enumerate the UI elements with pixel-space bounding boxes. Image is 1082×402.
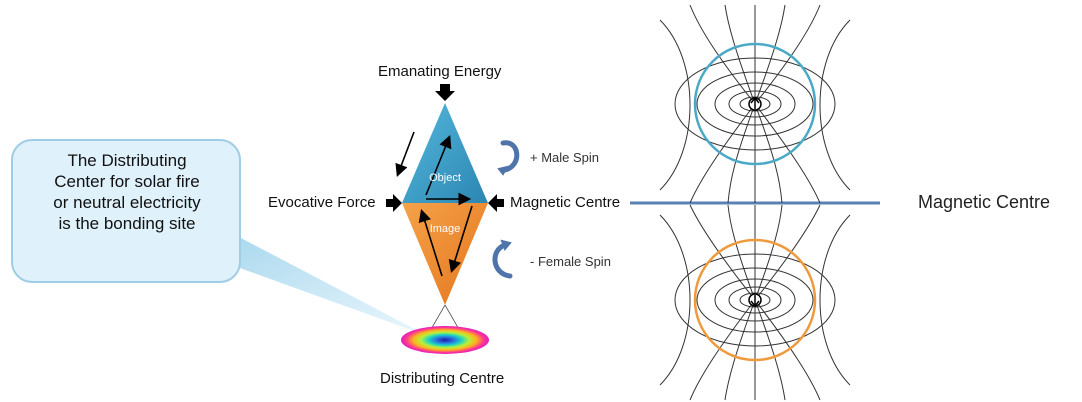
spin-arrows <box>492 140 520 279</box>
distributing-centre-disc <box>401 304 489 354</box>
object-label: Object <box>429 172 461 184</box>
block-arrows <box>386 84 504 212</box>
callout-bubble <box>11 139 428 336</box>
female-spin-label: - Female Spin <box>530 254 611 269</box>
callout-line: Center for solar fire <box>54 172 200 191</box>
male-spin-icon <box>500 140 520 173</box>
female-spin-icon <box>492 242 513 279</box>
upper-field-lines <box>659 4 851 204</box>
circulation-arrows <box>395 131 473 277</box>
male-spin-label: + Male Spin <box>530 150 600 165</box>
lower-field-circle <box>693 238 817 362</box>
callout-line: The Distributing <box>67 151 187 170</box>
callout-line: or neutral electricity <box>53 193 201 212</box>
callout-beam <box>212 226 428 336</box>
evocative-force-arrow <box>386 194 402 212</box>
emanating-energy-label: Emanating Energy <box>378 63 502 80</box>
lower-field-lines <box>659 204 851 401</box>
magnetic-centre-label: Magnetic Centre <box>510 194 621 211</box>
evocative-force-label: Evocative Force <box>268 194 376 211</box>
object-triangle <box>402 103 488 203</box>
upper-field-circle <box>693 42 817 166</box>
emanating-energy-arrow <box>435 84 455 101</box>
callout-text: The Distributing Center for solar fire o… <box>22 150 232 234</box>
distributing-centre-label: Distributing Centre <box>380 370 505 387</box>
magnetic-centre-right-label: Magnetic Centre <box>918 192 1051 212</box>
image-label: Image <box>430 223 461 235</box>
image-triangle <box>402 203 488 305</box>
callout-line: is the bonding site <box>58 214 196 233</box>
magnetic-centre-arrow <box>488 194 504 212</box>
